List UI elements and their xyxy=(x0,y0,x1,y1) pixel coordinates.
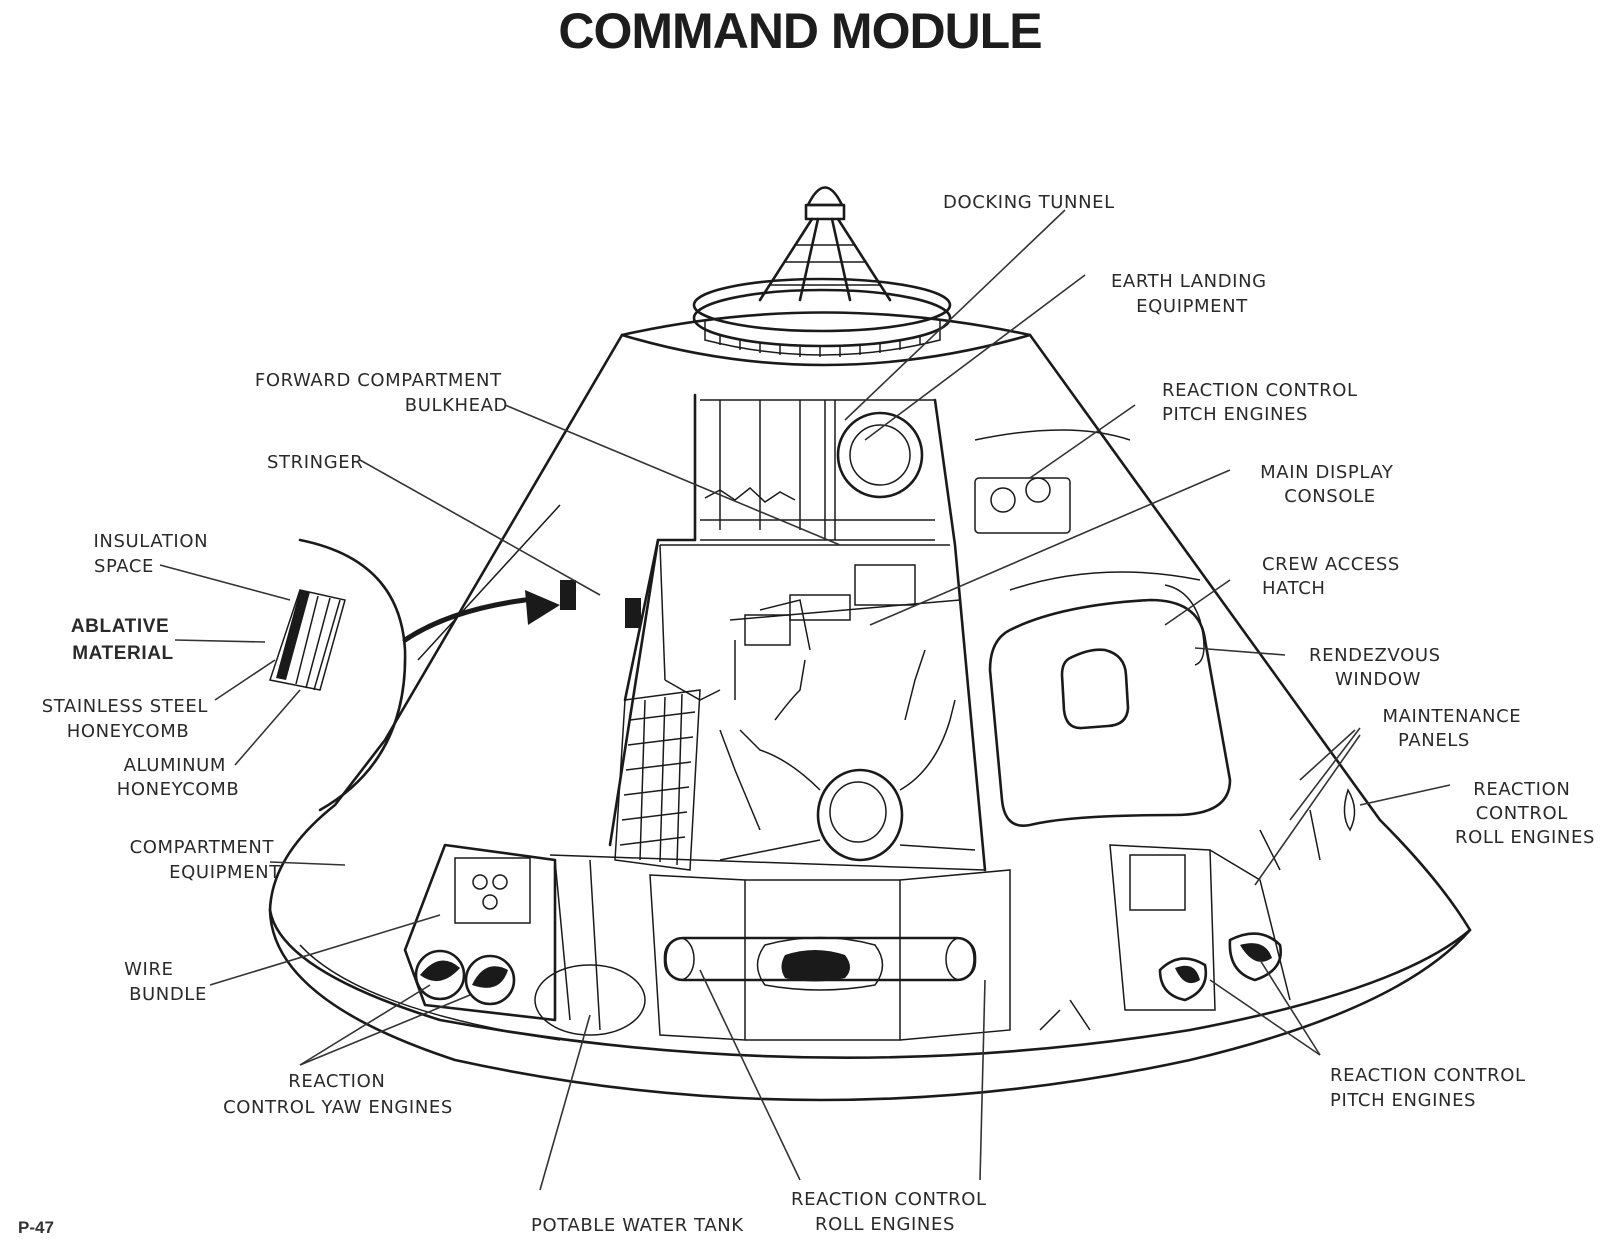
label-reaction-control-yaw-engines: REACTION CONTROL YAW ENGINES xyxy=(223,1071,453,1118)
page-number: P-47 xyxy=(18,1218,54,1237)
astronaut-figure xyxy=(719,649,976,862)
label-potable-water-tank: POTABLE WATER TANK xyxy=(531,1215,744,1236)
label-aluminum-honeycomb: ALUMINUM HONEYCOMB xyxy=(117,755,240,800)
callout-labels: DOCKING TUNNEL EARTH LANDING EQUIPMENT F… xyxy=(42,192,1595,1236)
spacecraft-illustration xyxy=(268,186,1472,1102)
label-reaction-control-pitch-engines-bottom: REACTION CONTROL PITCH ENGINES xyxy=(1330,1065,1532,1111)
label-reaction-control-pitch-engines-top: REACTION CONTROL PITCH ENGINES xyxy=(1162,380,1364,425)
crew-compartment xyxy=(549,398,987,872)
label-insulation-space: INSULATION SPACE xyxy=(94,531,215,577)
diagram-title: COMMAND MODULE xyxy=(558,3,1042,59)
leader-lines xyxy=(159,209,1451,1191)
label-wire-bundle: WIRE BUNDLE xyxy=(124,959,207,1005)
label-main-display-console: MAIN DISPLAY CONSOLE xyxy=(1260,462,1400,507)
label-rendezvous-window: RENDEZVOUS WINDOW xyxy=(1309,645,1447,690)
label-maintenance-panels: MAINTENANCE PANELS xyxy=(1382,706,1527,751)
right-shell-details xyxy=(974,429,1356,871)
label-reaction-control-roll-engines-right: REACTION CONTROL ROLL ENGINES xyxy=(1455,779,1595,848)
aft-compartment xyxy=(403,843,1291,1041)
label-compartment-equipment: COMPARTMENT EQUIPMENT xyxy=(130,837,282,883)
label-reaction-control-roll-engines-bottom: REACTION CONTROL ROLL ENGINES xyxy=(791,1189,993,1235)
label-docking-tunnel: DOCKING TUNNEL xyxy=(943,192,1115,213)
label-crew-access-hatch: CREW ACCESS HATCH xyxy=(1262,554,1406,599)
docking-probe xyxy=(692,186,952,357)
label-stringer: STRINGER xyxy=(267,452,363,473)
label-earth-landing-equipment: EARTH LANDING EQUIPMENT xyxy=(1111,271,1273,317)
label-forward-compartment-bulkhead: FORWARD COMPARTMENT BULKHEAD xyxy=(255,370,508,416)
label-ablative-material: ABLATIVE MATERIAL xyxy=(71,616,175,664)
insulation-inset xyxy=(269,538,641,812)
forward-compartment xyxy=(700,399,935,541)
label-stainless-steel-honeycomb: STAINLESS STEEL HONEYCOMB xyxy=(42,696,215,742)
